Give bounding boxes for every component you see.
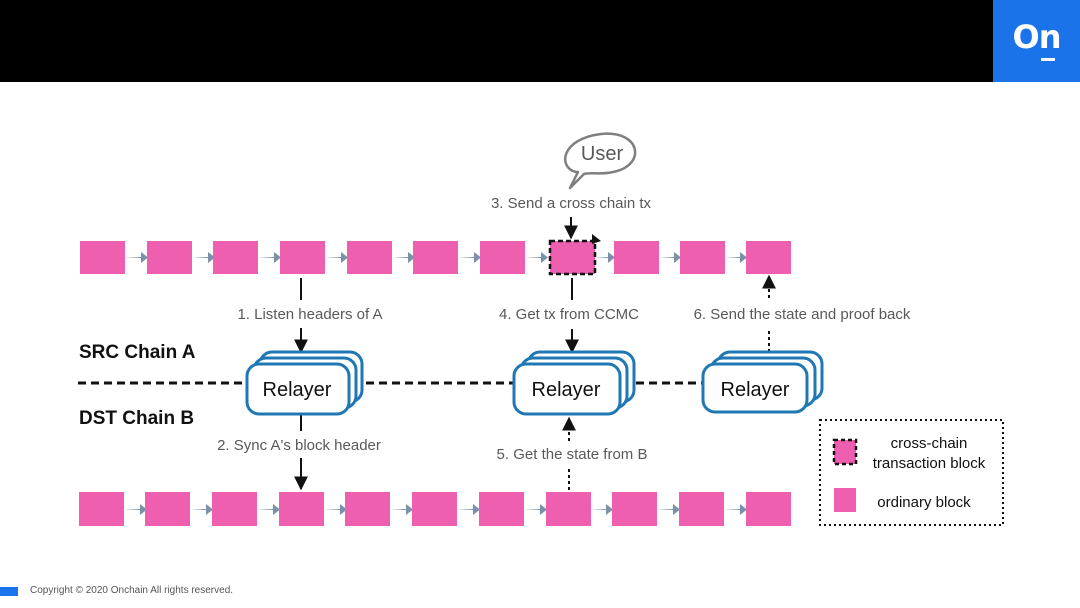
user-bubble: User — [563, 132, 637, 190]
cross-chain-flag-icon — [592, 234, 601, 244]
relayer-2-label: Relayer — [532, 379, 601, 401]
dst-chain-label: DST Chain B — [79, 408, 194, 429]
src-block — [213, 241, 258, 274]
dst-block — [479, 492, 524, 526]
relayer-1-label: Relayer — [263, 379, 332, 401]
src-block — [480, 241, 525, 274]
dst-block — [612, 492, 657, 526]
step1-label: 1. Listen headers of A — [237, 306, 382, 323]
dst-block — [145, 492, 190, 526]
src-block — [347, 241, 392, 274]
dst-chain-b — [79, 492, 791, 526]
step3-label: 3. Send a cross chain tx — [491, 195, 652, 212]
relayer-1: Relayer — [245, 350, 364, 416]
src-chain-a — [80, 234, 791, 276]
dst-block — [279, 492, 324, 526]
dst-block — [79, 492, 124, 526]
cross-chain-tx-block — [548, 239, 597, 276]
step6-label: 6. Send the state and proof back — [694, 306, 911, 323]
flow-arrows — [294, 217, 776, 491]
legend: cross-chain transaction block ordinary b… — [819, 419, 1004, 526]
src-block — [80, 241, 125, 274]
dst-block — [746, 492, 791, 526]
logo-text: On — [1012, 18, 1062, 56]
dst-chain-links — [124, 504, 747, 515]
relayer-3: Relayer — [701, 350, 824, 414]
dst-block — [212, 492, 257, 526]
src-block — [147, 241, 192, 274]
relayer-3-label: Relayer — [721, 379, 790, 401]
footer-copyright: Copyright © 2020 Onchain All rights rese… — [30, 585, 234, 596]
user-label: User — [581, 143, 624, 165]
src-block — [413, 241, 458, 274]
src-block — [280, 241, 325, 274]
legend-ordinary-swatch — [834, 488, 856, 512]
src-block — [746, 241, 791, 274]
src-chain-links — [125, 252, 747, 263]
step5-label: 5. Get the state from B — [497, 446, 648, 463]
relayer-2: Relayer — [512, 350, 636, 416]
legend-cross-chain-line1: cross-chain — [891, 435, 968, 452]
legend-cross-chain-line2: transaction block — [873, 455, 986, 472]
cross-chain-diagram: User 3. Send a cross chain tx 1. Listen … — [78, 132, 1004, 526]
footer-accent — [0, 587, 18, 596]
step2-label: 2. Sync A's block header — [217, 437, 381, 454]
src-block — [680, 241, 725, 274]
step4-label: 4. Get tx from CCMC — [499, 306, 639, 323]
onchain-logo: On — [993, 0, 1080, 82]
legend-cross-chain-swatch — [832, 438, 858, 466]
dst-block — [546, 492, 591, 526]
logo-underline — [1041, 58, 1055, 61]
dst-block — [345, 492, 390, 526]
dst-block — [679, 492, 724, 526]
src-block — [614, 241, 659, 274]
legend-ordinary-label: ordinary block — [877, 494, 971, 511]
top-bar — [0, 0, 1080, 82]
dst-block — [412, 492, 457, 526]
src-chain-label: SRC Chain A — [79, 342, 196, 363]
